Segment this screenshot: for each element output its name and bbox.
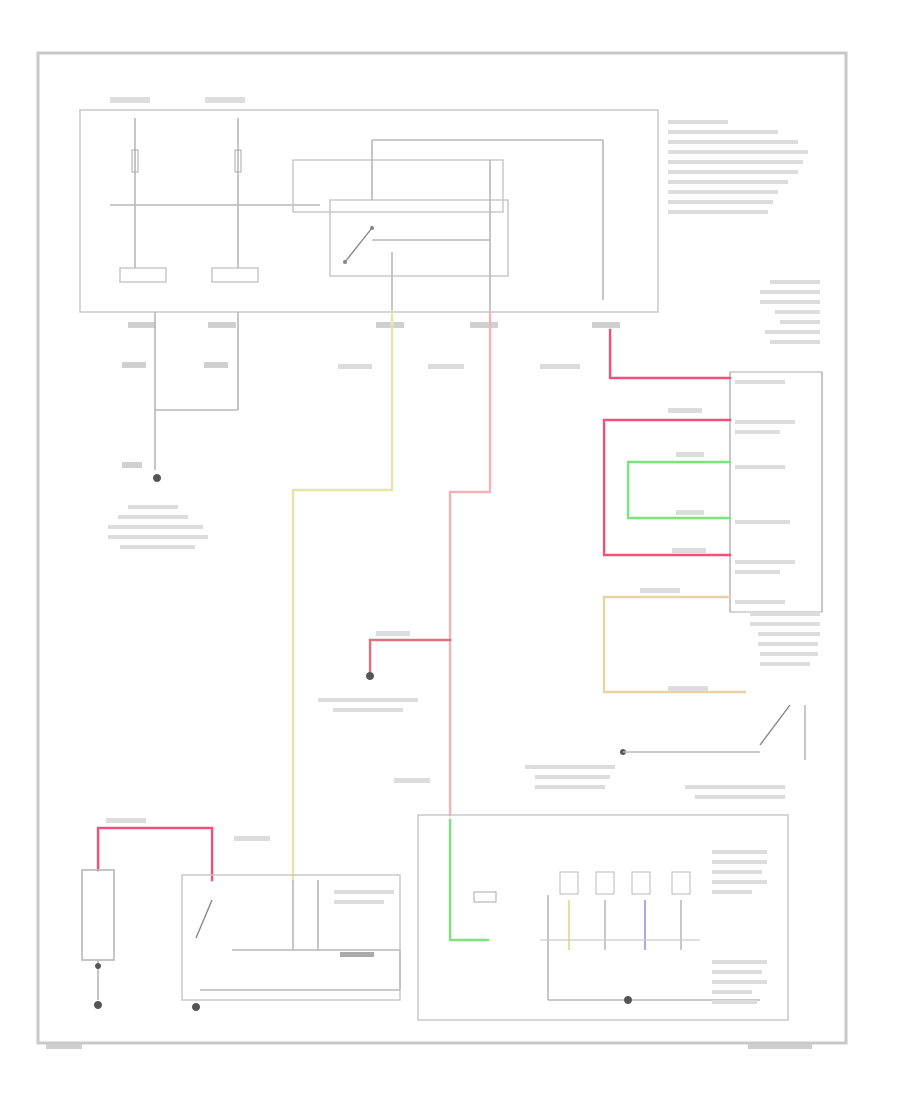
- diagram-frame: [36, 51, 848, 1045]
- wire-tan-loop: [602, 595, 747, 694]
- wire-pink: [448, 310, 492, 817]
- connector-pins: [540, 871, 700, 950]
- bottom-left-assembly: [81, 818, 401, 1011]
- connector-block-icon: [729, 371, 823, 613]
- door-switch: [525, 612, 820, 799]
- wire-yellow: [291, 310, 394, 882]
- wire-red-top: [608, 328, 732, 380]
- module-note-lines: [668, 120, 808, 214]
- inner-relay-box: [329, 199, 509, 277]
- ground-symbol-icon: [153, 474, 161, 482]
- footer-right-code: [748, 1044, 812, 1049]
- right-connector-block: [729, 280, 823, 613]
- relay-coil-left: [119, 267, 167, 283]
- fuse-label-left: [110, 97, 150, 103]
- relay-coil-right: [211, 267, 259, 283]
- wire-red-loop: [602, 418, 732, 557]
- relay-switch-icon: [344, 227, 373, 263]
- fuse-icon: [131, 149, 139, 173]
- door-switch-icon: [759, 704, 791, 746]
- sensor-connector-icon: [366, 672, 374, 680]
- wire-pink-branch: [368, 638, 452, 678]
- left-ground-circuit: [108, 312, 239, 549]
- ground-symbol-icon: [94, 1001, 102, 1009]
- fuse-block-icon: [81, 869, 115, 961]
- wire-red-bottom: [96, 826, 214, 882]
- top-module-connectors: [128, 322, 620, 328]
- wire-green-bottom: [448, 818, 490, 942]
- relay-switch-icon: [195, 899, 213, 939]
- bottom-right-module: [417, 814, 789, 1021]
- right-block-note-lines: [735, 280, 820, 604]
- fuse-icon: [234, 149, 242, 173]
- ground-note-lines: [108, 505, 208, 549]
- top-module: [79, 97, 808, 313]
- footer-left-code: [46, 1044, 82, 1049]
- wire-green-loop: [626, 460, 732, 520]
- relay-frame: [292, 159, 504, 213]
- top-module-box: [79, 109, 659, 313]
- fuse-label-right: [205, 97, 245, 103]
- relay-box-bottom: [181, 874, 401, 1001]
- bottom-right-module-box: [417, 814, 789, 1021]
